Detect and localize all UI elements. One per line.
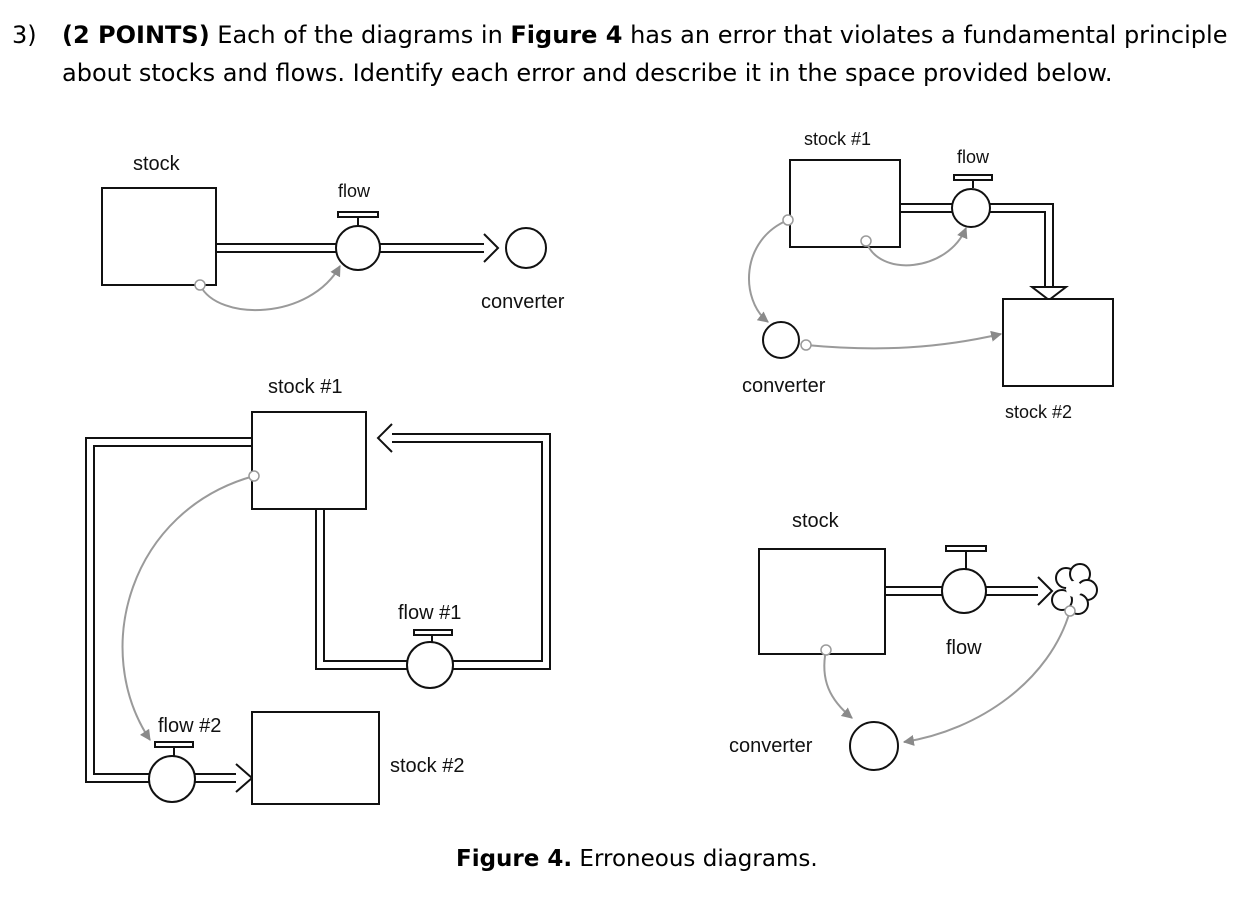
- question-text-part1: Each of the diagrams in: [209, 21, 511, 49]
- diagram-c-stock1-box: [251, 411, 367, 510]
- diagram-c: stock #1 flow #1 flow #2 stock #2: [85, 376, 551, 805]
- diagram-d-stock-label: stock: [792, 510, 840, 532]
- diagram-c-flow1-valve-icon: [406, 629, 454, 689]
- diagram-c-flow1-label: flow #1: [398, 602, 461, 624]
- diagram-d-connector-origin-1: [820, 644, 832, 656]
- figure-caption-text: Erroneous diagrams.: [572, 846, 818, 872]
- diagram-a: stock flow converter: [101, 153, 565, 313]
- diagram-d-connector-cloud-converter: [902, 610, 1071, 746]
- diagram-d: stock flow converter: [729, 510, 1098, 771]
- diagram-d-cloud-icon: [1051, 563, 1098, 615]
- diagram-c-flow2-valve-icon: [148, 741, 196, 803]
- diagram-d-flow-label: flow: [946, 637, 982, 659]
- diagram-c-flow2-pipe: [85, 437, 254, 793]
- diagram-c-stock1-label: stock #1: [268, 376, 342, 398]
- diagram-b-connector-origin-2: [860, 235, 872, 247]
- question-text-part2: has an error that violates a fundamental…: [62, 21, 1228, 87]
- diagram-d-connector-stock-converter: [823, 649, 853, 719]
- diagram-d-valve-icon: [941, 545, 987, 614]
- diagram-a-stock-box: [101, 187, 217, 286]
- diagram-d-stock-box: [758, 548, 886, 655]
- diagram-c-stock2-label: stock #2: [390, 755, 464, 777]
- diagram-b-stock2-box: [1002, 298, 1114, 387]
- diagram-b-connector-stock1-flow: [865, 226, 968, 267]
- question: 3) (2 POINTS) Each of the diagrams in Fi…: [12, 16, 1232, 92]
- diagram-a-converter-circle: [505, 227, 547, 269]
- diagram-b-connector-converter-stock2: [805, 330, 1003, 350]
- diagram-b-stock1-label: stock #1: [804, 129, 871, 149]
- figure-reference: Figure 4: [510, 21, 623, 49]
- diagram-c-connector-origin: [248, 470, 260, 482]
- diagram-b-converter-label: converter: [742, 375, 826, 397]
- diagram-c-flow2-label: flow #2: [158, 715, 221, 737]
- figure-caption: Figure 4. Erroneous diagrams.: [456, 846, 818, 872]
- diagram-b-connector-origin-3: [800, 339, 812, 351]
- diagram-b-valve-icon: [951, 174, 993, 228]
- question-number: 3): [12, 21, 37, 49]
- diagram-b: stock #1 flow stock #2 converter: [742, 129, 1114, 422]
- diagram-a-converter-label: converter: [481, 291, 565, 313]
- question-points: (2 POINTS): [62, 21, 210, 49]
- diagram-a-flow-label: flow: [338, 181, 371, 201]
- diagram-d-converter-circle: [849, 721, 899, 771]
- diagram-b-flow-pipe: [900, 203, 1069, 302]
- diagram-a-connector-origin: [194, 279, 206, 291]
- question-text: (2 POINTS) Each of the diagrams in Figur…: [62, 16, 1232, 92]
- diagram-b-stock2-label: stock #2: [1005, 402, 1072, 422]
- diagram-d-converter-label: converter: [729, 735, 813, 757]
- diagram-c-stock2-box: [251, 711, 380, 805]
- diagram-b-connector-stock1-converter: [748, 219, 789, 323]
- diagram-d-connector-origin-2: [1064, 605, 1076, 617]
- diagram-a-connector-arrow: [199, 265, 341, 312]
- diagram-a-stock-label: stock: [133, 153, 181, 175]
- diagram-a-valve-icon: [335, 211, 381, 271]
- diagram-b-converter-circle: [762, 321, 800, 359]
- diagram-b-flow-label: flow: [957, 147, 990, 167]
- diagram-b-connector-origin-1: [782, 214, 794, 226]
- diagram-b-stock1-box: [789, 159, 901, 248]
- diagram-c-connector-arrow: [121, 475, 255, 741]
- figure-caption-label: Figure 4.: [456, 846, 573, 872]
- diagram-c-flow1-pipe: [315, 423, 551, 670]
